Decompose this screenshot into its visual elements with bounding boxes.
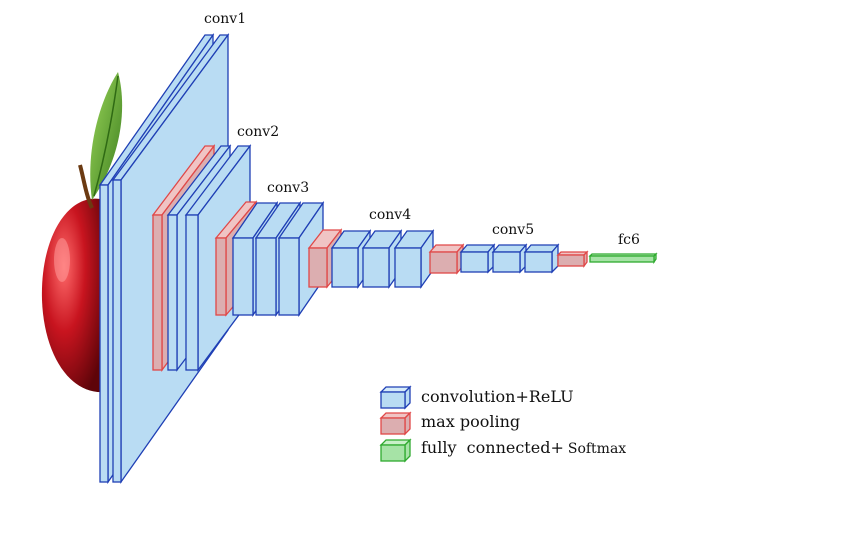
conv3-layer [231,200,325,318]
conv5-block-1 [459,243,496,274]
pool4-layer [428,243,465,275]
fc6-layer [588,252,658,265]
conv5-layer [459,243,560,274]
legend-pool-swatch-icon [379,411,412,436]
conv5-block-3 [523,243,560,274]
fc6-label: fc6 [618,232,640,248]
conv4-block-2 [361,228,403,290]
legend-fc-label: fully connected+Softmax [421,438,626,457]
conv5-label: conv5 [492,222,534,238]
conv4-block-3 [393,228,435,290]
pool5-layer [556,250,589,268]
legend: convolution+ReLU max pooling fully conne… [379,385,626,463]
conv4-layer [330,228,435,290]
legend-fc-main: fully connected+ [421,438,564,457]
legend-conv-label: convolution+ReLU [421,387,574,406]
conv5-block-2 [491,243,528,274]
legend-pool-label: max pooling [421,412,520,431]
conv4-label: conv4 [369,207,411,223]
conv3-label: conv3 [267,180,309,196]
legend-fc-softmax: Softmax [568,441,626,457]
conv1-label: conv1 [204,11,246,27]
legend-conv-swatch-icon [379,385,412,410]
conv2-label: conv2 [237,124,279,140]
apple-input-image [41,72,123,393]
legend-fc-swatch-icon [379,438,412,463]
